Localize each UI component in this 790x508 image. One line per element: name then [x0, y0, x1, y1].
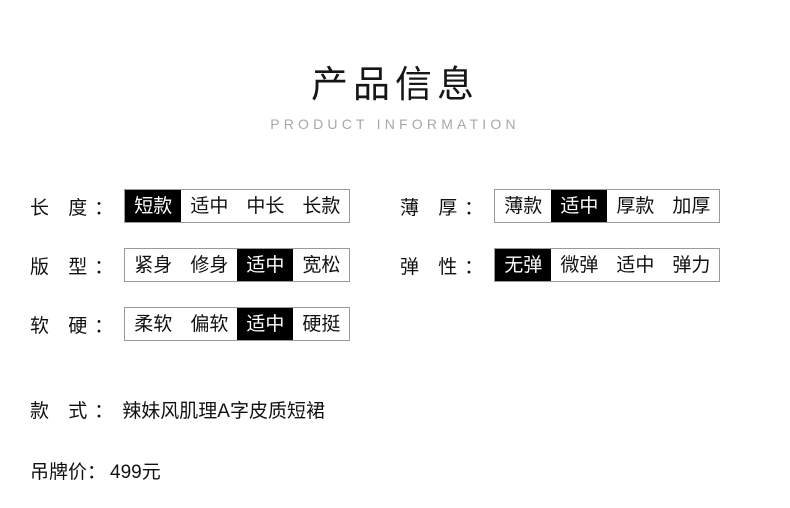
product-price-label-colon: ：: [87, 462, 107, 483]
product-style-value: 辣妹风肌理A字皮质短裙: [122, 401, 325, 422]
attribute-label-length: 长 度：: [30, 193, 113, 220]
attribute-label-fit-text: 版 型: [30, 256, 95, 278]
option-length-1[interactable]: 适中: [190, 195, 229, 217]
option-softness-0[interactable]: 柔软: [134, 313, 173, 335]
option-group-thickness: 薄款 适中 厚款 加厚: [494, 189, 721, 223]
product-style-label-text: 款 式: [30, 401, 95, 422]
product-price-label-text: 吊牌价: [30, 462, 88, 483]
option-thickness-0[interactable]: 薄款: [504, 195, 543, 217]
attribute-row-length: 长 度： 短款 适中 中长 长款: [30, 188, 351, 224]
option-group-softness: 柔软 偏软 适中 硬挺: [124, 307, 351, 341]
page-header: 产品信息 PRODUCT INFORMATION: [0, 62, 790, 133]
product-style-line: 款 式： 辣妹风肌理A字皮质短裙: [30, 396, 325, 423]
option-softness-3[interactable]: 硬挺: [302, 313, 341, 335]
option-elasticity-3[interactable]: 弹力: [672, 254, 711, 276]
option-elasticity-0[interactable]: 无弹: [495, 249, 552, 281]
option-length-0[interactable]: 短款: [125, 190, 182, 222]
attribute-label-elasticity-text: 弹 性: [400, 256, 465, 278]
attribute-row-thickness: 薄 厚： 薄款 适中 厚款 加厚: [400, 188, 721, 224]
product-price-label: 吊牌价：: [30, 457, 106, 484]
attribute-label-thickness-text: 薄 厚: [400, 197, 465, 219]
attribute-label-softness-colon: ：: [94, 315, 114, 337]
attribute-label-thickness: 薄 厚：: [400, 193, 483, 220]
product-style-label-colon: ：: [94, 401, 114, 422]
attribute-row-fit: 版 型： 紧身 修身 适中 宽松: [30, 247, 351, 283]
option-softness-1[interactable]: 偏软: [190, 313, 229, 335]
option-fit-2[interactable]: 适中: [237, 249, 294, 281]
attribute-label-softness: 软 硬：: [30, 311, 113, 338]
attribute-label-elasticity: 弹 性：: [400, 252, 483, 279]
option-length-3[interactable]: 长款: [302, 195, 341, 217]
attribute-label-length-colon: ：: [94, 197, 114, 219]
product-price-value: 499元: [110, 462, 161, 483]
attribute-label-elasticity-colon: ：: [464, 256, 484, 278]
option-fit-0[interactable]: 紧身: [134, 254, 173, 276]
option-fit-1[interactable]: 修身: [190, 254, 229, 276]
option-group-elasticity: 无弹 微弹 适中 弹力: [494, 248, 721, 282]
option-thickness-2[interactable]: 厚款: [616, 195, 655, 217]
product-style-label: 款 式：: [30, 396, 113, 423]
attribute-label-fit: 版 型：: [30, 252, 113, 279]
attribute-label-length-text: 长 度: [30, 197, 95, 219]
option-fit-3[interactable]: 宽松: [302, 254, 341, 276]
attribute-row-softness: 软 硬： 柔软 偏软 适中 硬挺: [30, 306, 351, 342]
product-info-lines: 款 式： 辣妹风肌理A字皮质短裙 吊牌价： 499元: [30, 396, 325, 484]
attribute-label-fit-colon: ：: [94, 256, 114, 278]
page-subtitle: PRODUCT INFORMATION: [270, 116, 520, 132]
option-group-length: 短款 适中 中长 长款: [124, 189, 351, 223]
option-elasticity-2[interactable]: 适中: [616, 254, 655, 276]
product-price-line: 吊牌价： 499元: [30, 457, 325, 484]
option-elasticity-1[interactable]: 微弹: [560, 254, 599, 276]
option-group-fit: 紧身 修身 适中 宽松: [124, 248, 351, 282]
attribute-grid: 长 度： 短款 适中 中长 长款 版 型： 紧身 修身 适中 宽松 软 硬： 柔…: [0, 188, 790, 368]
option-thickness-1[interactable]: 适中: [551, 190, 608, 222]
page-title: 产品信息: [311, 64, 479, 105]
attribute-row-elasticity: 弹 性： 无弹 微弹 适中 弹力: [400, 247, 721, 283]
option-softness-2[interactable]: 适中: [237, 308, 294, 340]
attribute-label-softness-text: 软 硬: [30, 315, 95, 337]
option-length-2[interactable]: 中长: [246, 195, 285, 217]
attribute-label-thickness-colon: ：: [464, 197, 484, 219]
option-thickness-3[interactable]: 加厚: [672, 195, 711, 217]
